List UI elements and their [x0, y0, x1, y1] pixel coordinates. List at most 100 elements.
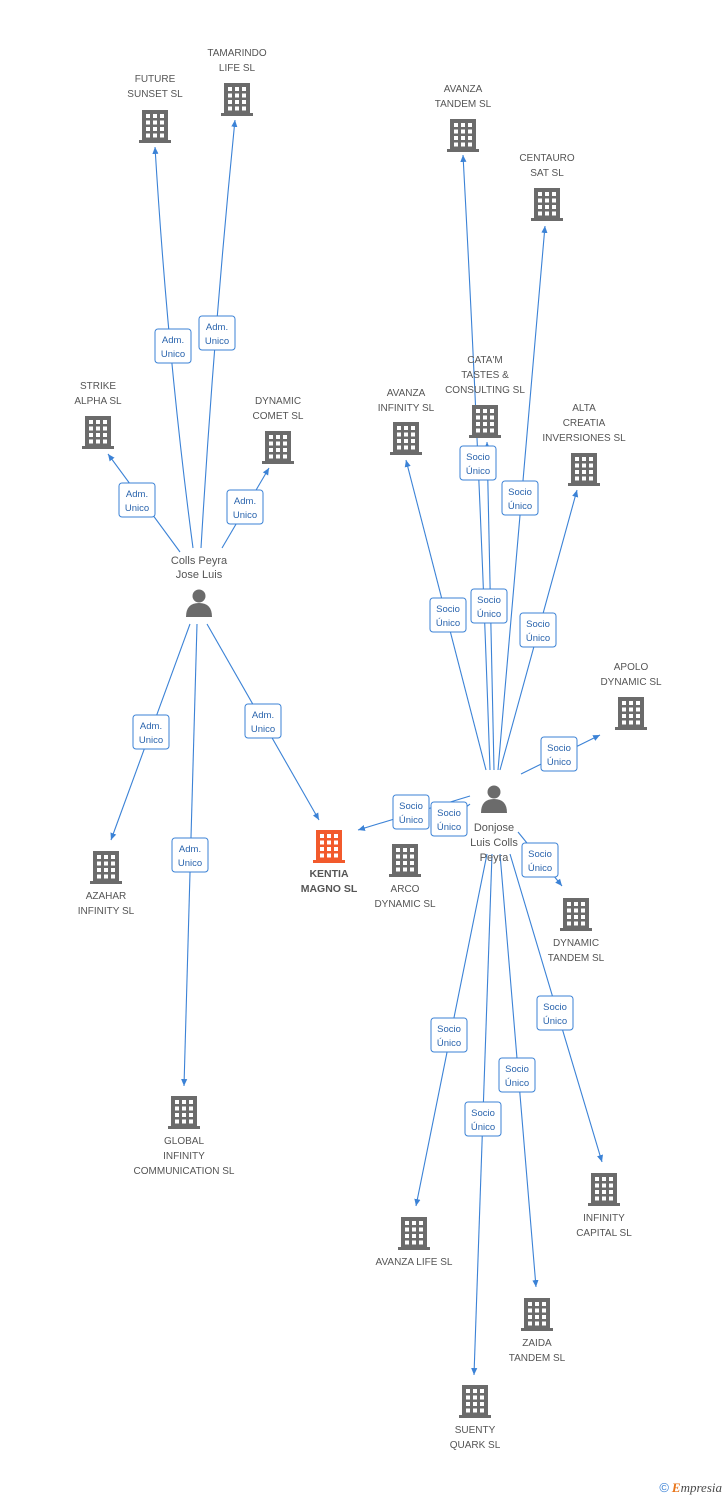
company-name: SUENTY	[455, 1425, 496, 1436]
edge-label-text: Adm.	[206, 322, 228, 333]
company-name: COMMUNICATION SL	[134, 1166, 235, 1177]
company-name: ZAIDA	[522, 1338, 552, 1349]
company-name: TANDEM SL	[435, 99, 492, 110]
building-icon	[82, 416, 114, 449]
building-icon	[313, 830, 345, 863]
person-icon	[481, 785, 507, 813]
edge-label-p1-dyncomet[interactable]: Adm. Unico	[226, 489, 264, 525]
company-name: DYNAMIC SL	[600, 677, 662, 688]
copyright-icon: ©	[659, 1480, 669, 1495]
company-name: APOLO	[614, 662, 649, 673]
edge-label-text: Socio	[526, 619, 550, 630]
edge-label-p1-tamarindo[interactable]: Adm. Unico	[198, 315, 236, 351]
building-icon	[447, 119, 479, 152]
building-icon	[90, 851, 122, 884]
edge-label-p1-azahar[interactable]: Adm.Unico	[132, 714, 170, 750]
person-name: Jose Luis	[176, 569, 223, 581]
edge-labels-layer: Adm.UnicoAdm.UnicoAdm.UnicoAdm.UnicoAdm.…	[118, 315, 578, 1137]
edge-label-p1-future[interactable]: Adm.Unico	[154, 328, 192, 364]
edge-label-text: Único	[526, 633, 550, 644]
edge-label-text: Único	[466, 466, 490, 477]
building-icon	[262, 431, 294, 464]
building-icon	[389, 844, 421, 877]
edge-label-text: Único	[505, 1078, 529, 1089]
company-name: DYNAMIC	[553, 938, 599, 949]
edge-label-text: Adm.	[234, 496, 256, 507]
edge-label-text: Unico	[205, 336, 229, 347]
company-name: DYNAMIC	[255, 396, 301, 407]
edge-label-text: Unico	[233, 510, 257, 521]
company-name: DYNAMIC SL	[374, 899, 436, 910]
person-name: Donjose	[474, 822, 514, 834]
company-name: CONSULTING SL	[445, 385, 525, 396]
edge-label-text: Único	[543, 1016, 567, 1027]
company-name: TASTES &	[461, 370, 509, 381]
company-name: GLOBAL	[164, 1136, 204, 1147]
company-name: KENTIA	[309, 868, 349, 880]
building-icon	[568, 453, 600, 486]
edge-label-text: Único	[547, 757, 571, 768]
edge-label-text: Adm.	[162, 335, 184, 346]
edge-label-text: Único	[437, 1038, 461, 1049]
company-name: LIFE SL	[219, 63, 256, 74]
edge-label-p1-kentia[interactable]: Adm.Unico	[244, 703, 282, 739]
company-name: AVANZA	[387, 388, 426, 399]
company-name: ALPHA SL	[74, 396, 122, 407]
edge-label-p1-global[interactable]: Adm.Unico	[171, 837, 209, 873]
person-name: Colls Peyra	[171, 555, 228, 567]
building-icon	[139, 110, 171, 143]
company-name: CREATIA	[563, 418, 606, 429]
company-name: INVERSIONES SL	[542, 433, 626, 444]
edge-label-text: Socio	[399, 801, 423, 812]
footer-brand[interactable]: ©Empresia	[659, 1480, 722, 1496]
edge-label-text: Socio	[471, 1108, 495, 1119]
person-name: Peyra	[480, 852, 510, 864]
company-name: SUNSET SL	[127, 89, 183, 100]
company-name: MAGNO SL	[301, 883, 358, 895]
edge-label-text: Socio	[466, 452, 490, 463]
company-node-kentia[interactable]: KENTIA MAGNO SL	[301, 830, 358, 895]
edge-label-text: Socio	[547, 743, 571, 754]
company-name: CENTAURO	[519, 153, 575, 164]
building-icon	[560, 898, 592, 931]
company-node-apolo[interactable]: APOLO DYNAMIC SL	[600, 662, 662, 730]
building-icon	[398, 1217, 430, 1250]
company-node-avlife[interactable]: AVANZA LIFE SL	[376, 1217, 453, 1268]
brand-logo: Empresia	[671, 1480, 722, 1495]
edge-label-p1-strike[interactable]: Adm.Unico	[118, 482, 156, 518]
person-name: Luis Colls	[470, 837, 518, 849]
building-icon	[168, 1096, 200, 1129]
person-icon	[186, 589, 212, 617]
